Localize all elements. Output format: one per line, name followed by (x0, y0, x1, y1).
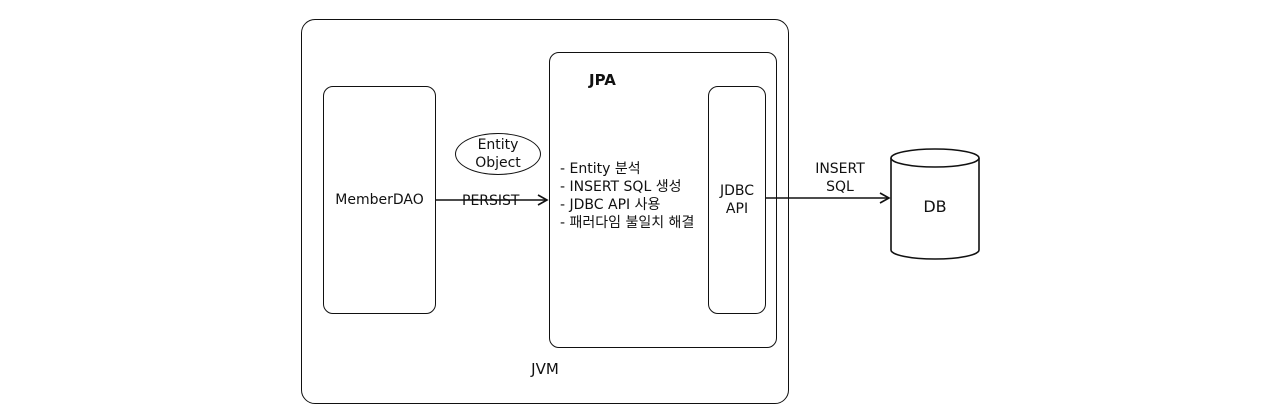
db-label: DB (923, 197, 947, 216)
jpa-feature-item: - Entity 분석 (560, 161, 641, 177)
jpa-title: JPA (589, 71, 616, 89)
jvm-label: JVM (531, 360, 559, 378)
persist-arrow-head (537, 194, 549, 206)
member-dao-box (323, 86, 436, 314)
db-cylinder-top (890, 148, 980, 168)
jpa-feature-list: - Entity 분석 - INSERT SQL 생성 - JDBC API 사… (560, 160, 694, 232)
jpa-feature-item: - JDBC API 사용 (560, 197, 661, 213)
entity-object-ellipse (455, 133, 541, 175)
jdbc-api-line2: API (725, 201, 749, 217)
entity-object-label: Entity Object (455, 136, 541, 172)
jdbc-api-box (708, 86, 766, 314)
member-dao-label: MemberDAO (335, 192, 424, 208)
insert-sql-line2: SQL (826, 179, 854, 195)
entity-object-line1: Entity (477, 137, 519, 153)
insert-sql-line1: INSERT (815, 161, 865, 177)
persist-label: PERSIST (462, 193, 520, 209)
entity-object-line2: Object (475, 155, 521, 171)
insert-sql-label: INSERT SQL (800, 160, 880, 196)
jpa-feature-item: - INSERT SQL 생성 (560, 179, 682, 195)
db-cylinder (890, 148, 980, 260)
jdbc-api-line1: JDBC (719, 183, 755, 199)
jpa-feature-item: - 패러다임 불일치 해결 (560, 215, 695, 231)
jdbc-api-label: JDBC API (708, 182, 766, 218)
db-cylinder-body (890, 158, 980, 260)
insert-sql-arrow-head (879, 192, 891, 204)
